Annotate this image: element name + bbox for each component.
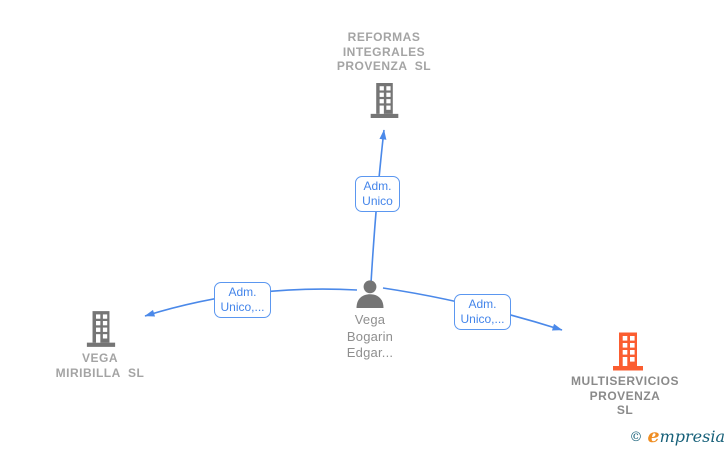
building-icon (85, 311, 117, 351)
building-icon (368, 83, 401, 122)
person-icon (355, 280, 385, 312)
node-company-multiservicios[interactable] (611, 332, 645, 376)
node-company-vega-miribilla[interactable] (85, 311, 117, 352)
node-label-person: Vega Bogarin Edgar... (346, 312, 394, 360)
building-icon (611, 332, 645, 375)
brand-rest: mpresia (659, 427, 725, 446)
node-label-vega-miribilla: VEGA MIRIBILLA SL (55, 351, 145, 380)
copyright-icon: © (629, 430, 643, 445)
edge-label-adm-unico-top[interactable]: Adm. Unico (355, 176, 400, 212)
edge-label-adm-unico-right[interactable]: Adm. Unico,... (454, 294, 511, 330)
empresia-logo: © empresia (630, 425, 726, 447)
node-label-multiservicios: MULTISERVICIOS PROVENZA SL (571, 374, 679, 417)
node-person-vega-bogarin[interactable] (355, 280, 385, 313)
node-company-reformas[interactable] (368, 83, 401, 123)
brand-initial: e (647, 425, 660, 447)
node-label-reformas: REFORMAS INTEGRALES PROVENZA SL (336, 30, 432, 73)
edge-label-adm-unico-left[interactable]: Adm. Unico,... (214, 282, 271, 318)
